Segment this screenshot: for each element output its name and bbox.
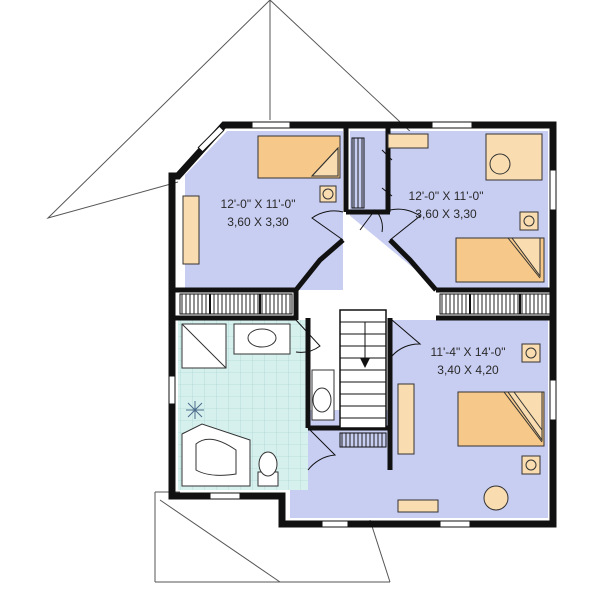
windows xyxy=(168,121,557,528)
stair-arrow-icon xyxy=(360,322,370,368)
door-swing-icon xyxy=(391,319,422,357)
closets xyxy=(179,137,551,448)
staircase xyxy=(339,309,387,429)
window-icon xyxy=(197,125,225,153)
bedroom-2-dims-imperial: 12'-0" X 11'-0" xyxy=(409,189,484,203)
nightstand xyxy=(521,455,541,475)
room-labels: 12'-0" X 11'-0" 3,60 X 3,30 12'-0" X 11'… xyxy=(221,189,506,377)
bedroom-1-dims-metric: 3,60 X 3,30 xyxy=(227,215,289,229)
window-icon xyxy=(321,520,349,528)
window-icon xyxy=(209,492,241,500)
bath-fixtures xyxy=(181,323,335,487)
window-icon xyxy=(439,520,471,528)
window-icon xyxy=(168,375,176,405)
door-swing-icon xyxy=(307,427,337,471)
door-swing-icon xyxy=(389,208,421,241)
door-swing-icon xyxy=(359,209,383,233)
window-icon xyxy=(549,169,557,211)
shower-icon xyxy=(181,323,227,369)
beds xyxy=(257,135,545,447)
window-icon xyxy=(251,121,291,129)
closet-icon xyxy=(339,432,387,448)
chair xyxy=(483,485,509,511)
tub-icon xyxy=(181,423,251,487)
master-bedroom-dims-metric: 3,40 X 4,20 xyxy=(437,363,499,377)
door-swing-icon xyxy=(295,319,321,353)
window-icon xyxy=(549,379,557,421)
dresser xyxy=(397,383,415,455)
shower-icon xyxy=(186,401,204,419)
toilet-icon xyxy=(311,369,335,421)
closet-icon xyxy=(439,293,551,315)
nightstand xyxy=(319,185,337,203)
sink-icon xyxy=(233,323,291,355)
closet-icon xyxy=(179,293,293,315)
doors xyxy=(295,149,422,471)
bedroom-1-dims-imperial: 12'-0" X 11'-0" xyxy=(221,197,296,211)
bench xyxy=(397,499,439,513)
dresser xyxy=(387,133,429,149)
door-swing-icon xyxy=(311,210,344,241)
bed-bedroom-2 xyxy=(455,237,545,283)
desk xyxy=(182,195,200,265)
bed-master xyxy=(457,391,545,447)
door-swing-icon xyxy=(381,149,393,197)
exterior-wall xyxy=(168,121,557,528)
chair xyxy=(489,153,511,175)
master-bedroom-dims-imperial: 11'-4" X 14'-0" xyxy=(431,345,506,359)
wall-hall-chamfer-left xyxy=(294,238,345,292)
window-icon xyxy=(431,121,473,129)
nightstand xyxy=(519,211,539,231)
nightstand xyxy=(521,343,541,363)
hall-floor xyxy=(300,210,440,320)
bed-bedroom-1 xyxy=(257,135,341,179)
furniture xyxy=(182,133,543,513)
toilet-icon xyxy=(257,451,279,487)
wall-hall-chamfer-right xyxy=(388,238,438,292)
bedroom-2-dims-metric: 3,60 X 3,30 xyxy=(415,207,477,221)
closet-icon xyxy=(351,137,365,209)
